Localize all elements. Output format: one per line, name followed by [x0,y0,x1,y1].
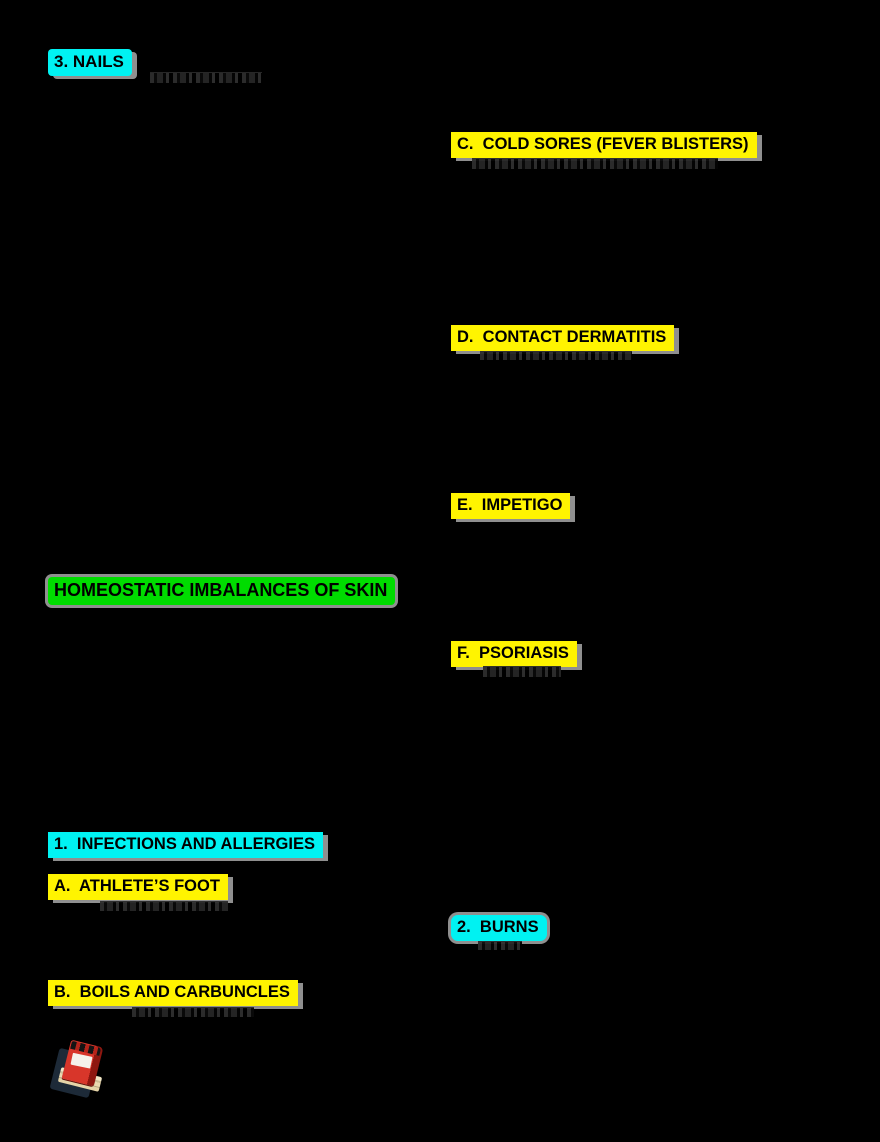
heading-contact-dermatitis: D. CONTACT DERMATITIS [451,325,675,351]
heading-athletes-foot: A. ATHLETE’S FOOT [48,874,228,900]
heading-burns: 2. BURNS [451,915,547,941]
faint-text-remnant [480,351,632,360]
heading-infections-allergies: 1. INFECTIONS AND ALLERGIES [48,832,323,858]
heading-cold-sores: C. COLD SORES (FEVER BLISTERS) [451,132,757,158]
heading-impetigo: E. IMPETIGO [451,493,571,519]
heading-nails: 3. NAILS [48,49,132,76]
faint-text-remnant [483,666,561,677]
heading-psoriasis: F. PSORIASIS [451,641,577,667]
red-book-clipart-icon [49,1039,108,1099]
faint-text-remnant [100,901,228,911]
faint-text-remnant [472,158,718,169]
faint-text-remnant [478,941,522,950]
faint-text-remnant [132,1007,254,1017]
book-label [70,1052,93,1069]
heading-boils-carbuncles: B. BOILS AND CARBUNCLES [48,980,298,1006]
heading-homeostatic-imbalances: HOMEOSTATIC IMBALANCES OF SKIN [48,577,396,605]
faint-text-remnant [150,72,262,83]
